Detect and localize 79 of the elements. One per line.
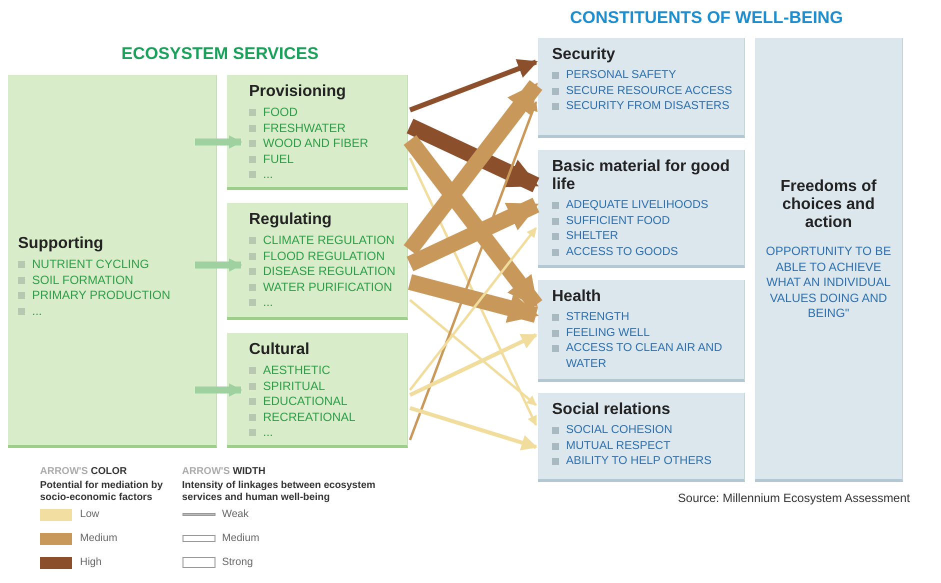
list-item: SOCIAL COHESION <box>552 423 738 438</box>
arrow <box>404 135 542 310</box>
list-item: FUEL <box>249 152 401 167</box>
arrow <box>409 227 537 391</box>
source-note: Source: Millennium Ecosystem Assessment <box>676 491 910 505</box>
list-item: RECREATIONAL <box>249 410 401 425</box>
arrow <box>195 135 242 149</box>
list-item: DISEASE REGULATION <box>249 264 401 280</box>
wellbeing-box <box>538 38 745 138</box>
wellbeing-box <box>538 280 745 382</box>
list-item: AESTHETIC <box>249 363 401 378</box>
list-item: NUTRIENT CYCLING <box>18 257 210 272</box>
legend-label: Medium <box>80 532 118 544</box>
wellbeing-box <box>538 150 745 268</box>
legend-label: Medium <box>222 532 260 544</box>
arrow <box>409 299 537 406</box>
legend-label: Weak <box>222 508 249 520</box>
list-item: SECURE RESOURCE ACCESS <box>552 84 738 99</box>
section-title: ECOSYSTEM SERVICES <box>120 44 320 64</box>
box-heading: Basic material for good life <box>552 158 731 194</box>
arrow <box>195 258 242 272</box>
list-item: PERSONAL SAFETY <box>552 68 738 84</box>
arrow <box>409 59 538 112</box>
list-item: WOOD AND FIBER <box>249 136 401 152</box>
list-item: MUTUAL RESPECT <box>552 438 738 454</box>
legend-label: Low <box>80 508 100 520</box>
service-box <box>227 333 408 448</box>
box-heading: Cultural <box>249 341 310 359</box>
legend-heading: ARROW'S WIDTH <box>182 466 266 477</box>
list-item: ... <box>18 304 210 319</box>
list-item: ACCESS TO GOODS <box>552 244 738 260</box>
list-item: SPIRITUAL <box>249 378 401 394</box>
service-box <box>227 75 408 190</box>
freedoms-box <box>755 38 903 482</box>
box-heading: Health <box>552 288 602 306</box>
arrow <box>404 80 542 255</box>
section-title: CONSTITUENTS OF WELL-BEING <box>570 8 844 28</box>
list-item: STRENGTH <box>552 310 738 326</box>
list-item: SUFFICIENT FOOD <box>552 214 738 229</box>
legend-description: Intensity of linkages between ecosystem services and human well-being <box>182 480 376 504</box>
arrow <box>408 274 539 323</box>
list-item: SHELTER <box>552 229 738 244</box>
service-box <box>227 203 408 320</box>
list-item: FOOD <box>249 105 401 120</box>
legend-description: Potential for mediation by socio-economic factors <box>40 480 164 504</box>
list-item: EDUCATIONAL <box>249 394 401 410</box>
legend-heading: ARROW'S COLOR <box>40 466 128 477</box>
list-item: FLOOD REGULATION <box>249 248 401 264</box>
list-item: ... <box>249 425 401 440</box>
box-description: OPPORTUNITY TO BE ABLE TO ACHIEVE WHAT AN INDIVIDUAL VALUES DOING AND BEING" <box>764 244 892 322</box>
legend-label: High <box>80 556 102 568</box>
box-heading: Provisioning <box>249 83 347 101</box>
list-item: FRESHWATER <box>249 120 401 136</box>
box-heading: Supporting <box>18 235 104 253</box>
service-box <box>8 75 217 448</box>
list-item: FEELING WELL <box>552 326 738 341</box>
list-item: WATER PURIFICATION <box>249 280 401 295</box>
list-item: ... <box>249 167 401 182</box>
arrow <box>409 406 538 450</box>
legend-label: Strong <box>222 556 253 568</box>
arrow <box>408 157 538 426</box>
list-item: PRIMARY PRODUCTION <box>18 288 210 304</box>
box-heading: Social relations <box>552 401 672 419</box>
box-heading: Freedoms of choices and action <box>779 178 878 232</box>
list-item: SECURITY FROM DISASTERS <box>552 99 738 114</box>
list-item: ACCESS TO CLEAN AIR AND WATER <box>552 341 738 372</box>
wellbeing-box <box>538 393 745 482</box>
list-item: ... <box>249 295 401 310</box>
arrow <box>408 101 538 440</box>
arrow <box>406 198 540 272</box>
arrow <box>409 333 538 397</box>
list-item: ADEQUATE LIVELIHOODS <box>552 198 738 214</box>
list-item: ABILITY TO HELP OTHERS <box>552 454 738 470</box>
box-heading: Security <box>552 46 616 64</box>
list-item: CLIMATE REGULATION <box>249 233 401 248</box>
arrow <box>195 383 242 397</box>
arrow <box>406 118 540 192</box>
box-heading: Regulating <box>249 211 333 229</box>
list-item: SOIL FORMATION <box>18 272 210 288</box>
